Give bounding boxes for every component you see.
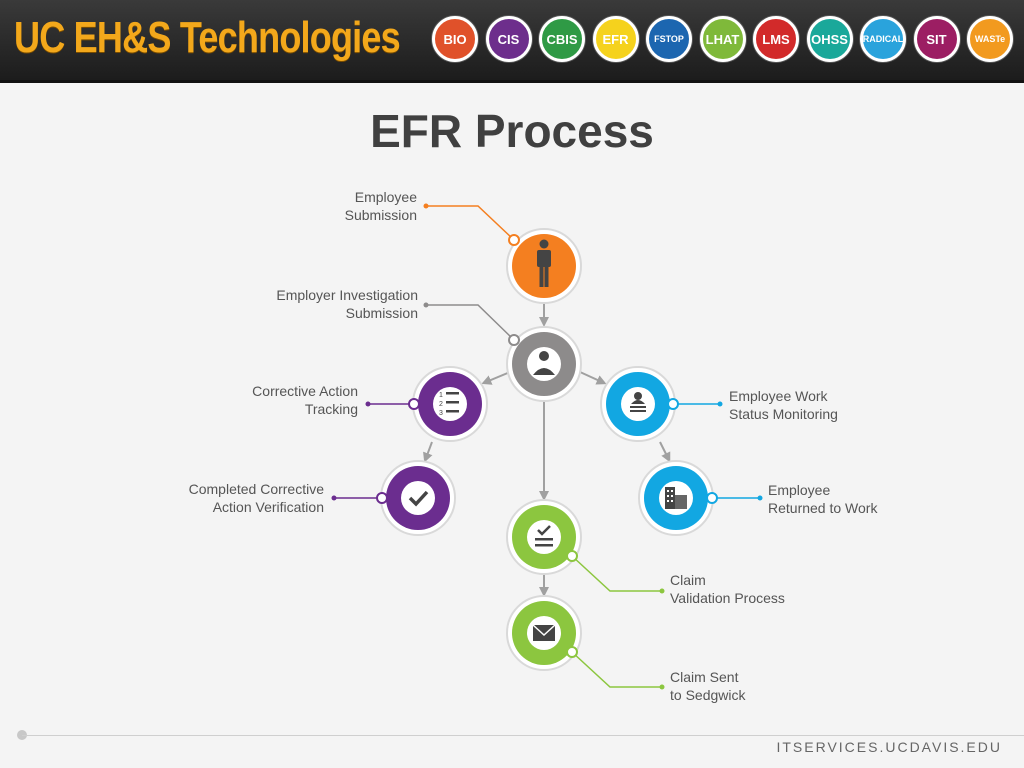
envelope-icon: [527, 616, 561, 650]
building-icon: [659, 481, 693, 515]
node-claim-sent: [506, 595, 582, 671]
label-completed-corrective: Completed Corrective Action Verification: [189, 480, 324, 516]
arrow-corrective-to-completed: [423, 441, 433, 463]
label-line: Employee: [768, 482, 831, 498]
label-line: Submission: [345, 305, 418, 321]
node-returned-to-work: [638, 460, 718, 536]
label-line: Status Monitoring: [729, 406, 838, 422]
flow-connectors: [423, 302, 671, 597]
badge-cis[interactable]: CIS: [485, 16, 532, 62]
label-employee-submission: Employee Submission: [345, 188, 417, 224]
label-line: Employee Work: [729, 388, 828, 404]
label-line: to Sedgwick: [670, 687, 746, 703]
label-line: Claim: [670, 572, 706, 588]
page-title: EFR Process: [370, 105, 654, 157]
callout-employer: [426, 304, 515, 341]
employer-icon: [527, 347, 561, 381]
node-work-status: [600, 366, 679, 442]
arrow-employer-to-workstatus: [579, 371, 607, 385]
callout-employee: [426, 205, 515, 241]
label-line: Submission: [344, 207, 417, 223]
badge-waste[interactable]: WASTe: [967, 16, 1013, 62]
badge-efr[interactable]: EFR: [592, 16, 639, 62]
node-corrective-action: 1 2 3: [408, 366, 488, 442]
node-claim-validation: [506, 499, 582, 575]
callout-validation: [571, 555, 662, 592]
node-completed-corrective: [376, 460, 456, 536]
label-line: Returned to Work: [768, 500, 878, 516]
badge-lms[interactable]: LMS: [753, 16, 799, 62]
label-line: Completed Corrective: [188, 481, 324, 497]
label-line: Claim Sent: [670, 669, 739, 685]
label-claim-sent: Claim Sent to Sedgwick: [670, 668, 745, 704]
callout-lines: [331, 203, 763, 690]
numbered-list-icon: 1 2 3: [433, 387, 467, 421]
svg-text:1: 1: [439, 392, 443, 399]
label-corrective-action: Corrective Action Tracking: [252, 382, 358, 418]
node-employer-investigation: [506, 326, 582, 402]
badge-bio[interactable]: BIO: [432, 16, 478, 62]
label-line: Action Verification: [212, 499, 324, 515]
label-line: Corrective Action: [252, 383, 358, 399]
label-work-status: Employee Work Status Monitoring: [729, 387, 838, 423]
label-line: Tracking: [304, 401, 358, 417]
badge-fstop[interactable]: FSTOP: [646, 16, 692, 62]
arrow-employer-to-corrective: [481, 371, 511, 385]
badge-lhat[interactable]: LHAT: [699, 16, 746, 62]
svg-text:2: 2: [439, 401, 443, 408]
badge-sit[interactable]: SIT: [913, 16, 960, 62]
label-returned-to-work: Employee Returned to Work: [768, 481, 877, 517]
footer-divider: [22, 735, 1024, 736]
label-line: Employer Investigation: [276, 287, 418, 303]
label-line: Validation Process: [670, 590, 785, 606]
checklist-icon: [527, 520, 561, 554]
person-icon: [537, 239, 551, 287]
callout-sent: [571, 651, 662, 688]
label-employer-investigation: Employer Investigation Submission: [276, 286, 418, 322]
label-line: Employee: [354, 189, 417, 205]
node-employee-submission: [506, 228, 582, 304]
arrow-workstatus-to-returned: [659, 441, 671, 463]
label-claim-validation: Claim Validation Process: [670, 571, 785, 607]
footer-url: ITSERVICES.UCDAVIS.EDU: [776, 739, 1002, 755]
checkmark-icon: [401, 481, 435, 515]
badge-radical[interactable]: RADICAL: [860, 16, 906, 62]
id-card-icon: [621, 387, 655, 421]
badge-ohss[interactable]: OHSS: [806, 16, 853, 62]
brand-logo: UC EH&S Technologies: [14, 13, 401, 62]
svg-text:3: 3: [439, 410, 443, 417]
badge-cbis[interactable]: CBIS: [539, 16, 585, 62]
